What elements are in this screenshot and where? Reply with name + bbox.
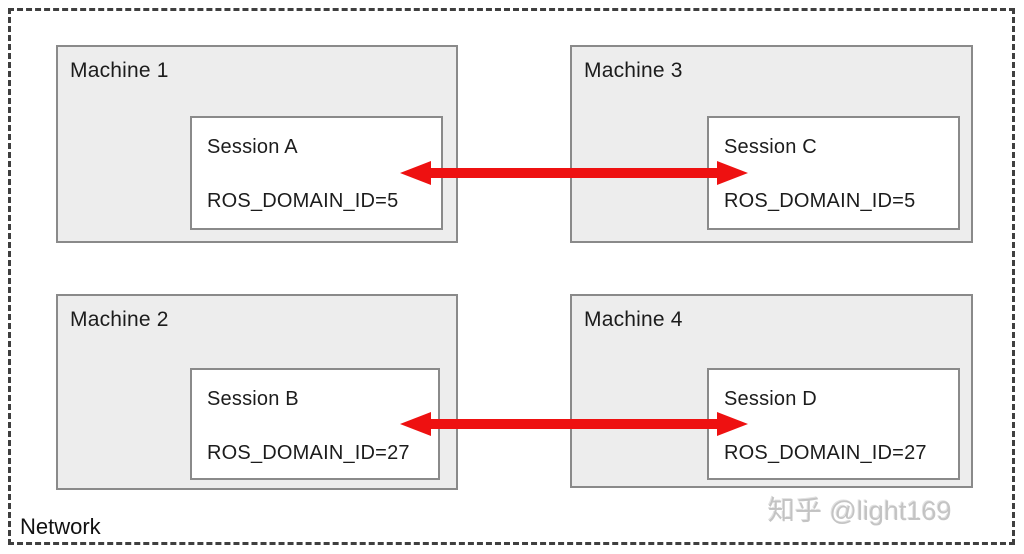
session-d-domain-id: ROS_DOMAIN_ID=27 [724,442,927,464]
machine-1-box: Machine 1 Session A ROS_DOMAIN_ID=5 [56,45,458,243]
session-a-box: Session A ROS_DOMAIN_ID=5 [190,116,443,230]
machine-4-box: Machine 4 Session D ROS_DOMAIN_ID=27 [570,294,973,488]
machine-3-box: Machine 3 Session C ROS_DOMAIN_ID=5 [570,45,973,243]
machine-1-label: Machine 1 [70,59,169,82]
session-b-label: Session B [207,388,299,410]
session-c-label: Session C [724,136,817,158]
watermark-text: 知乎 @light169 [768,496,952,526]
network-boundary [8,8,1015,545]
machine-2-box: Machine 2 Session B ROS_DOMAIN_ID=27 [56,294,458,490]
session-b-box: Session B ROS_DOMAIN_ID=27 [190,368,440,480]
session-d-label: Session D [724,388,817,410]
session-b-domain-id: ROS_DOMAIN_ID=27 [207,442,410,464]
machine-2-label: Machine 2 [70,308,169,331]
session-c-box: Session C ROS_DOMAIN_ID=5 [707,116,960,230]
machine-3-label: Machine 3 [584,59,683,82]
session-a-domain-id: ROS_DOMAIN_ID=5 [207,190,399,212]
session-d-box: Session D ROS_DOMAIN_ID=27 [707,368,960,480]
session-a-label: Session A [207,136,298,158]
machine-4-label: Machine 4 [584,308,683,331]
network-label: Network [20,514,101,539]
session-c-domain-id: ROS_DOMAIN_ID=5 [724,190,916,212]
